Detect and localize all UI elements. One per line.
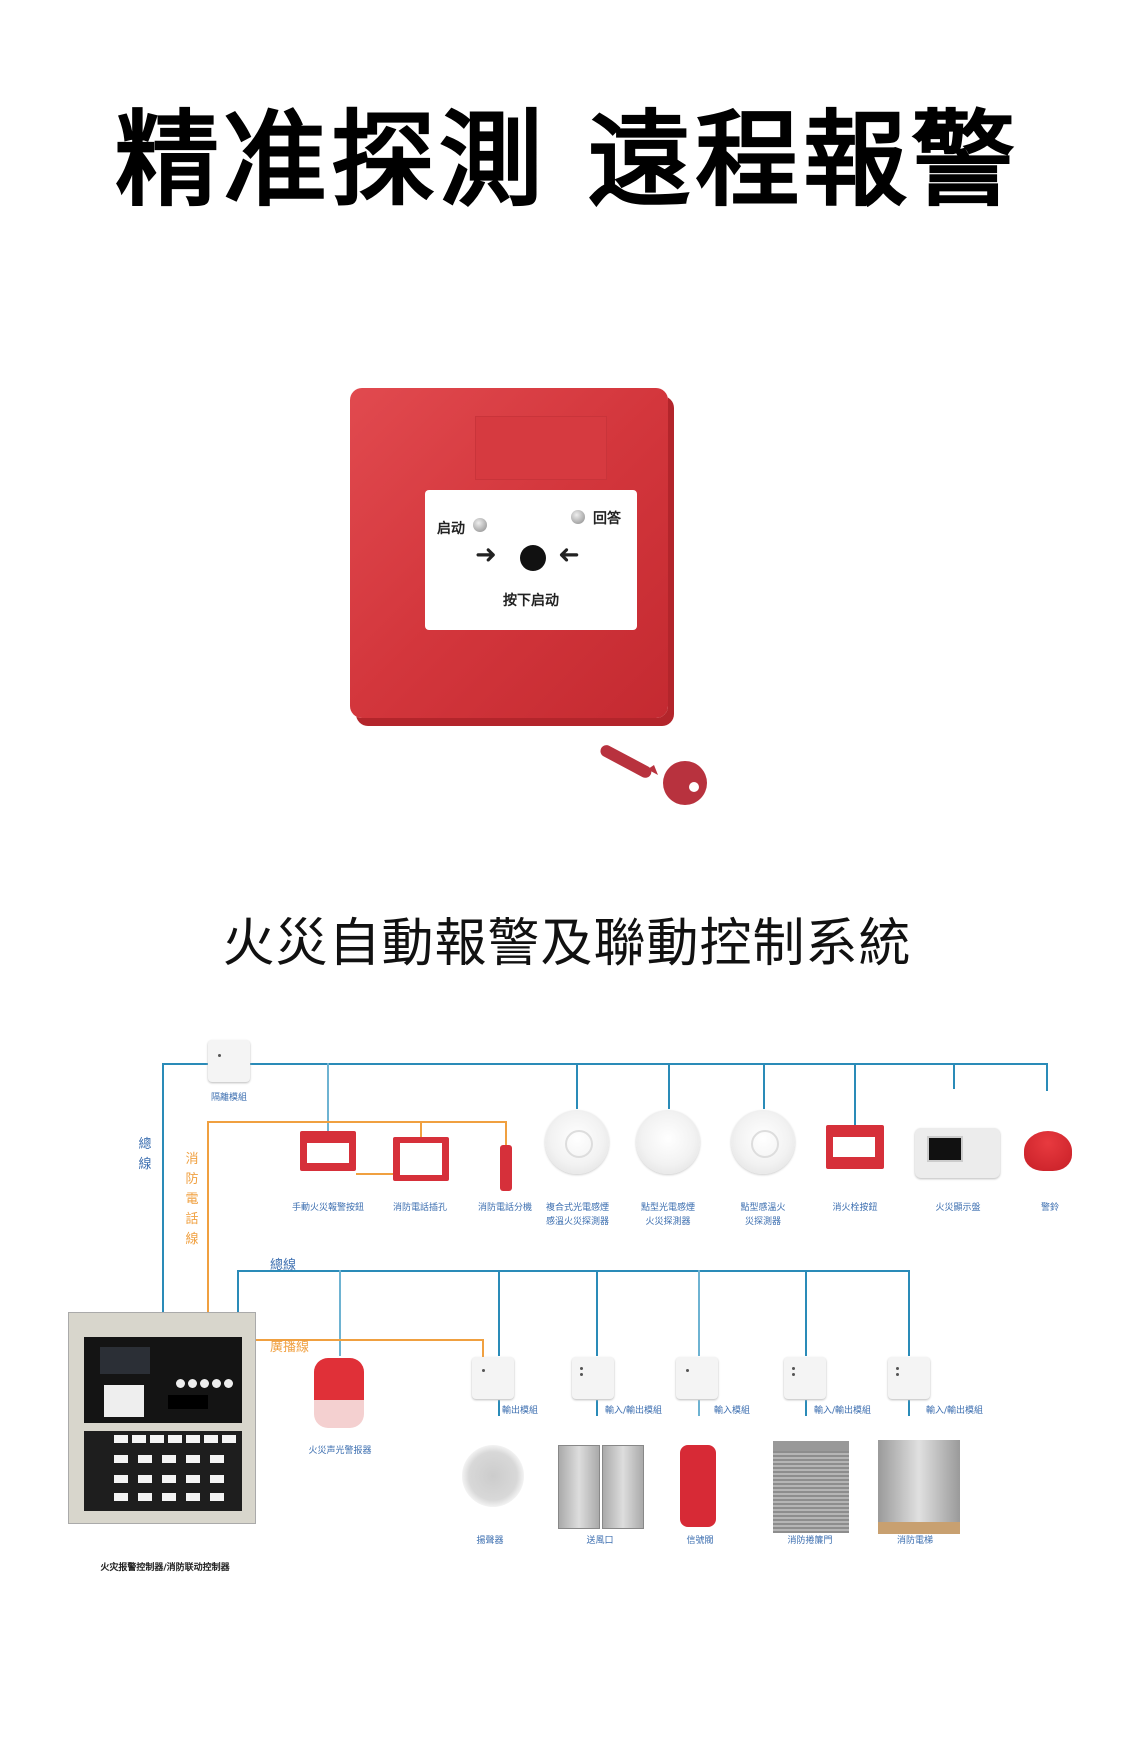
bus-drop-bell (1046, 1063, 1048, 1091)
sounder-strobe-image (314, 1358, 364, 1428)
manual-alarm-button-image (300, 1131, 356, 1171)
sounder-label: 火災声光警报器 (308, 1446, 372, 1456)
bus-drop-det1 (576, 1063, 578, 1109)
air-vent-image (558, 1445, 600, 1529)
hydrant-button-image (826, 1125, 884, 1169)
device-label: 消火栓按鈕 (832, 1203, 878, 1213)
combo-detector-image (545, 1110, 609, 1174)
fire-alarm-controller-image (68, 1312, 256, 1524)
speaker-image (462, 1445, 524, 1507)
controller-printer (104, 1385, 144, 1417)
start-label: 启动 (437, 521, 465, 537)
broadcast-line (255, 1339, 483, 1341)
press-to-start-label: 按下启动 (503, 593, 559, 609)
drop-m5-dev (908, 1400, 910, 1416)
start-led-icon (473, 518, 487, 532)
device-label: 揚聲器 (476, 1536, 504, 1546)
drop-m1-dev (498, 1400, 500, 1416)
bus-drop-m4 (805, 1270, 807, 1356)
input-module-image (676, 1357, 718, 1399)
bus-drop-m1 (498, 1270, 500, 1356)
bus-drop-det3 (763, 1063, 765, 1109)
module-label: 輸入模組 (714, 1406, 751, 1416)
bus-drop-callpoint (327, 1063, 329, 1131)
diagram-title: 火災自動報警及聯動控制系統 (222, 914, 912, 974)
isolation-module-label: 隔離模組 (210, 1093, 247, 1103)
device-label: 點型光電感煙 火災探測器 (640, 1203, 695, 1227)
io-module-image (784, 1357, 826, 1399)
device-label: 火災顯示盤 (935, 1203, 981, 1213)
phone-jack-image (393, 1137, 449, 1181)
output-module-image (472, 1357, 514, 1399)
signal-valve-image (680, 1445, 716, 1527)
controller-label: 火灾报警控制器/消防联动控制器 (100, 1563, 230, 1573)
bus-drop-m2 (596, 1270, 598, 1356)
fire-display-panel-image (915, 1128, 1000, 1178)
page-title: 精准探測 遠程報警 (114, 99, 1020, 221)
bus-drop-m3 (698, 1270, 700, 1356)
bus-lower-left (237, 1270, 239, 1315)
alarm-bell-image (1024, 1131, 1072, 1171)
device-label: 消防捲簾門 (787, 1536, 833, 1546)
device-label: 消防電話分機 (477, 1203, 532, 1213)
device-label: 複合式光電感煙 感溫火災探測器 (545, 1203, 609, 1227)
bus-line-left (162, 1063, 164, 1315)
bus-line-lower (237, 1270, 909, 1272)
device-label: 消防電話插孔 (392, 1203, 447, 1213)
arrow-left-icon: ➜ (558, 540, 580, 570)
device-label: 送風口 (586, 1536, 614, 1546)
answer-label: 回答 (593, 511, 621, 527)
fire-shutter-image (773, 1441, 849, 1533)
module-label: 輸出模組 (502, 1406, 539, 1416)
drop-m3-dev (698, 1400, 700, 1416)
module-label: 輸入/輸出模組 (605, 1406, 663, 1416)
broadcast-line-label: 廣播線 (270, 1340, 310, 1355)
bus-line-top (162, 1063, 1048, 1065)
module-label: 輸入/輸出模組 (926, 1406, 984, 1416)
smoke-detector-image (636, 1110, 700, 1174)
manual-call-point-image: 启动 回答 ➜ ➜ 按下启动 (350, 388, 668, 718)
bus-drop-m5 (908, 1270, 910, 1356)
label-window (475, 416, 607, 480)
device-label: 消防電梯 (896, 1536, 933, 1546)
io-module-image (888, 1357, 930, 1399)
isolation-module-image (208, 1040, 250, 1082)
phone-link (356, 1173, 394, 1175)
arrow-right-icon: ➜ (475, 540, 497, 570)
io-module-image (572, 1357, 614, 1399)
bus-drop-hydrant (854, 1063, 856, 1125)
fire-elevator-image (878, 1440, 960, 1534)
bus-line-label: 總線 (138, 1137, 152, 1172)
device-label: 點型感溫火 災探測器 (740, 1203, 786, 1227)
reset-key-icon (600, 745, 707, 805)
controller-screen (100, 1347, 150, 1374)
phone-line-left (207, 1121, 209, 1315)
drop-m4-dev (805, 1400, 807, 1416)
drop-m2-dev (596, 1400, 598, 1416)
bus-drop-sounder (339, 1270, 341, 1356)
phone-line-top (207, 1121, 507, 1123)
answer-led-icon (571, 510, 585, 524)
call-point-panel: 启动 回答 ➜ ➜ 按下启动 (425, 490, 637, 630)
device-label: 信號閥 (686, 1536, 714, 1546)
heat-detector-image (731, 1110, 795, 1174)
phone-line-label: 消防電話線 (185, 1152, 199, 1247)
bus-drop-det2 (668, 1063, 670, 1109)
bus-drop-panel (953, 1063, 955, 1089)
device-label: 警鈴 (1040, 1203, 1059, 1213)
air-vent-image (602, 1445, 644, 1529)
bus-lower-label: 總線 (270, 1258, 297, 1273)
module-label: 輸入/輸出模組 (814, 1406, 872, 1416)
device-label: 手動火災報警按鈕 (291, 1203, 364, 1213)
phone-handset-image (500, 1145, 512, 1191)
phone-drop-handset (505, 1121, 507, 1145)
press-button-icon (520, 545, 546, 571)
broadcast-drop (482, 1339, 484, 1357)
